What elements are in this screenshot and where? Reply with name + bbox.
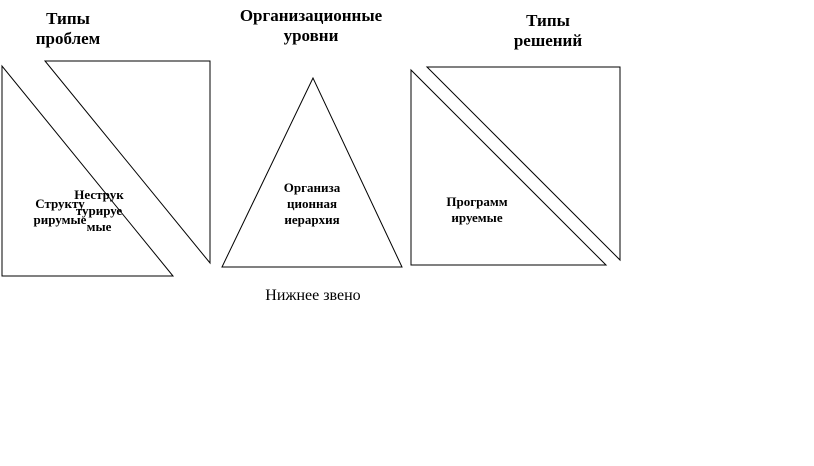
hierarchy-triangle <box>221 76 403 268</box>
programmable-solutions-triangle <box>410 68 608 266</box>
unstructured-label: Неструк турируе мые <box>74 187 124 234</box>
solution-types-heading: Типы решений <box>513 11 583 50</box>
non-programmable-solutions-triangle <box>425 66 621 262</box>
structured-label: Структу рирумые <box>33 196 87 227</box>
problem-types-heading: Типы проблем <box>35 9 101 48</box>
hierarchy-label: Организа ционная иерархия <box>283 180 341 227</box>
org-levels-heading: Организационные уровни <box>239 6 383 45</box>
programmable-label: Программ ируемые <box>446 194 508 225</box>
unstructured-problems-triangle <box>43 60 211 265</box>
bottom-level-label: Нижнее звено <box>265 287 361 304</box>
structured-problems-triangle <box>1 64 175 277</box>
